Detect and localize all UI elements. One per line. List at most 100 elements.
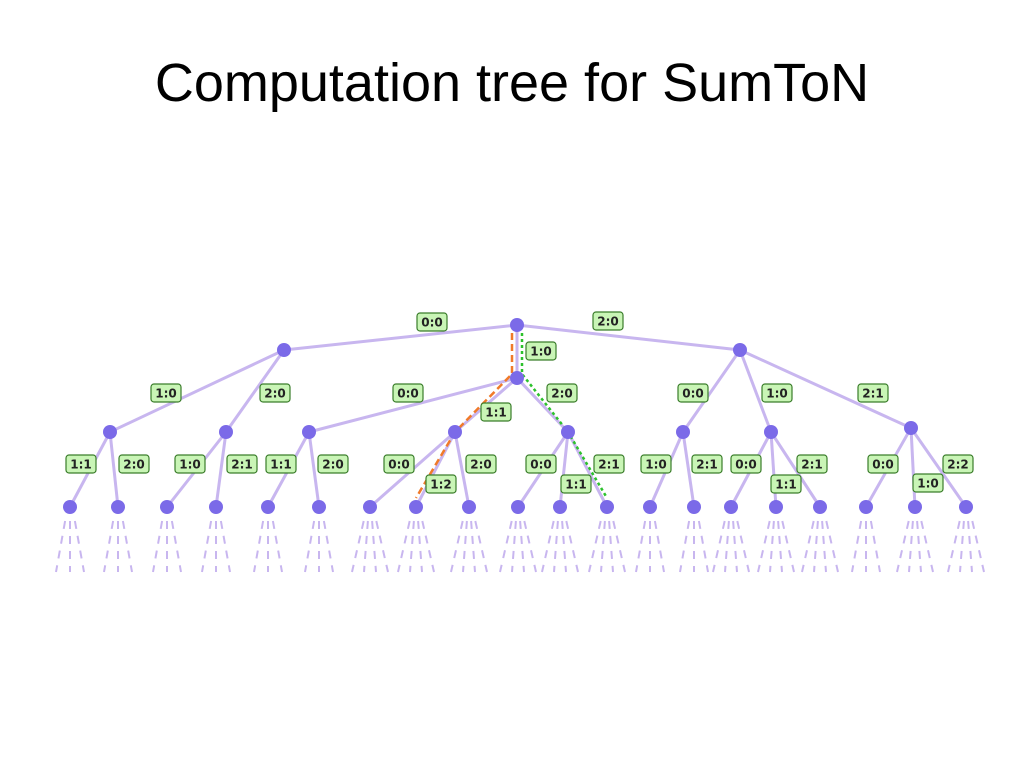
svg-text:1:0: 1:0 bbox=[766, 387, 788, 401]
leaf-stub bbox=[121, 520, 133, 573]
leaf-stub bbox=[600, 520, 606, 573]
svg-text:0:0: 0:0 bbox=[397, 387, 419, 401]
tree-edge bbox=[453, 430, 471, 509]
leaf-stub bbox=[916, 520, 922, 573]
leaf-edge-label: 2:1 bbox=[691, 454, 723, 474]
svg-text:1:0: 1:0 bbox=[645, 458, 667, 472]
leaf-stub bbox=[757, 520, 771, 573]
leaf-stub bbox=[470, 520, 476, 573]
edge-labels: 0:0 1:0 2:0 1:0 2:0 0:0 1:1 2:0 0:0 1:0 2:1 1:1 2:0 1… bbox=[65, 311, 974, 494]
leaf-stub bbox=[732, 520, 738, 573]
leaf-stub bbox=[653, 520, 665, 573]
leaf-stub bbox=[959, 520, 965, 573]
svg-text:0:0: 0:0 bbox=[682, 387, 704, 401]
leaf-stub bbox=[417, 520, 423, 573]
tree-edge bbox=[738, 348, 913, 430]
leaf-stub bbox=[462, 520, 468, 573]
tree-nodes bbox=[63, 318, 973, 514]
tree-edge bbox=[282, 323, 519, 352]
leaf-stub bbox=[73, 520, 85, 573]
leaf-stub bbox=[679, 520, 691, 573]
leaf-stub bbox=[375, 520, 389, 573]
edge-label: 1:0 bbox=[761, 383, 793, 403]
leaf-node bbox=[511, 500, 525, 514]
leaf-edge-label: 2:0 bbox=[118, 454, 150, 474]
leaf-stub bbox=[201, 520, 213, 573]
leaf-node bbox=[600, 500, 614, 514]
svg-text:1:0: 1:0 bbox=[917, 477, 939, 491]
edge-label: 0:0 bbox=[416, 312, 448, 332]
leaf-stub bbox=[561, 520, 567, 573]
svg-text:1:0: 1:0 bbox=[179, 458, 201, 472]
leaf-stub bbox=[635, 520, 647, 573]
svg-text:2:0: 2:0 bbox=[264, 387, 286, 401]
svg-text:2:1: 2:1 bbox=[862, 387, 884, 401]
leaf-stub bbox=[769, 520, 775, 573]
leaf-stub bbox=[363, 520, 369, 573]
svg-text:2:1: 2:1 bbox=[231, 458, 253, 472]
tree-edge bbox=[909, 426, 968, 509]
svg-text:2:0: 2:0 bbox=[322, 458, 344, 472]
leaf-stub bbox=[781, 520, 795, 573]
leaf-stub bbox=[947, 520, 961, 573]
green-path bbox=[520, 333, 609, 499]
leaf-stub bbox=[322, 520, 334, 573]
edge-label: 2:0 bbox=[592, 311, 624, 331]
leaf-node bbox=[724, 500, 738, 514]
svg-text:0:0: 0:0 bbox=[735, 458, 757, 472]
edge-label: 2:1 bbox=[857, 383, 889, 403]
leaf-stub bbox=[553, 520, 559, 573]
leaf-stub bbox=[421, 520, 435, 573]
svg-text:1:1: 1:1 bbox=[485, 406, 507, 420]
svg-text:1:1: 1:1 bbox=[565, 478, 587, 492]
leaf-stub bbox=[588, 520, 602, 573]
tree-node bbox=[103, 425, 117, 439]
leaf-edge-label: 2:2 bbox=[942, 454, 974, 474]
svg-text:0:0: 0:0 bbox=[421, 316, 443, 330]
tree-node bbox=[764, 425, 778, 439]
svg-text:2:0: 2:0 bbox=[470, 458, 492, 472]
leaf-edge-label: 1:0 bbox=[640, 454, 672, 474]
tree-edge bbox=[307, 430, 321, 509]
leaf-stub bbox=[474, 520, 488, 573]
edge-label: 1:0 bbox=[525, 341, 557, 361]
leaf-stub bbox=[450, 520, 464, 573]
tree-edge bbox=[214, 430, 228, 509]
leaf-stub bbox=[170, 520, 182, 573]
leaf-stub bbox=[724, 520, 730, 573]
leaf-stub bbox=[896, 520, 910, 573]
leaf-edge-label: 1:1 bbox=[560, 474, 592, 494]
tree-node bbox=[733, 343, 747, 357]
tree-node bbox=[904, 421, 918, 435]
leaf-node bbox=[813, 500, 827, 514]
svg-text:2:0: 2:0 bbox=[597, 315, 619, 329]
tree-edge bbox=[909, 426, 917, 509]
tree-edge bbox=[769, 430, 822, 509]
leaf-stubs bbox=[55, 520, 985, 573]
leaf-edge-label: 2:1 bbox=[593, 454, 625, 474]
leaf-edge-label: 0:0 bbox=[525, 454, 557, 474]
leaf-stub bbox=[869, 520, 881, 573]
tree-node bbox=[219, 425, 233, 439]
leaf-node bbox=[363, 500, 377, 514]
leaf-edge-label: 1:0 bbox=[174, 454, 206, 474]
leaf-edge-label: 2:0 bbox=[317, 454, 349, 474]
tree-node bbox=[676, 425, 690, 439]
leaf-node bbox=[261, 500, 275, 514]
leaf-stub bbox=[612, 520, 626, 573]
edge-label: 0:0 bbox=[677, 383, 709, 403]
tree-node bbox=[561, 425, 575, 439]
leaf-edge-label: 1:0 bbox=[912, 473, 944, 493]
leaf-node bbox=[687, 500, 701, 514]
svg-text:1:1: 1:1 bbox=[70, 458, 92, 472]
leaf-stub bbox=[920, 520, 934, 573]
svg-text:2:2: 2:2 bbox=[947, 458, 969, 472]
svg-text:2:1: 2:1 bbox=[801, 458, 823, 472]
leaf-stub bbox=[813, 520, 819, 573]
leaf-stub bbox=[565, 520, 579, 573]
tree-edge bbox=[108, 348, 286, 434]
leaf-stub bbox=[801, 520, 815, 573]
leaf-node bbox=[160, 500, 174, 514]
tree-edge bbox=[108, 430, 120, 509]
leaf-stub bbox=[523, 520, 537, 573]
